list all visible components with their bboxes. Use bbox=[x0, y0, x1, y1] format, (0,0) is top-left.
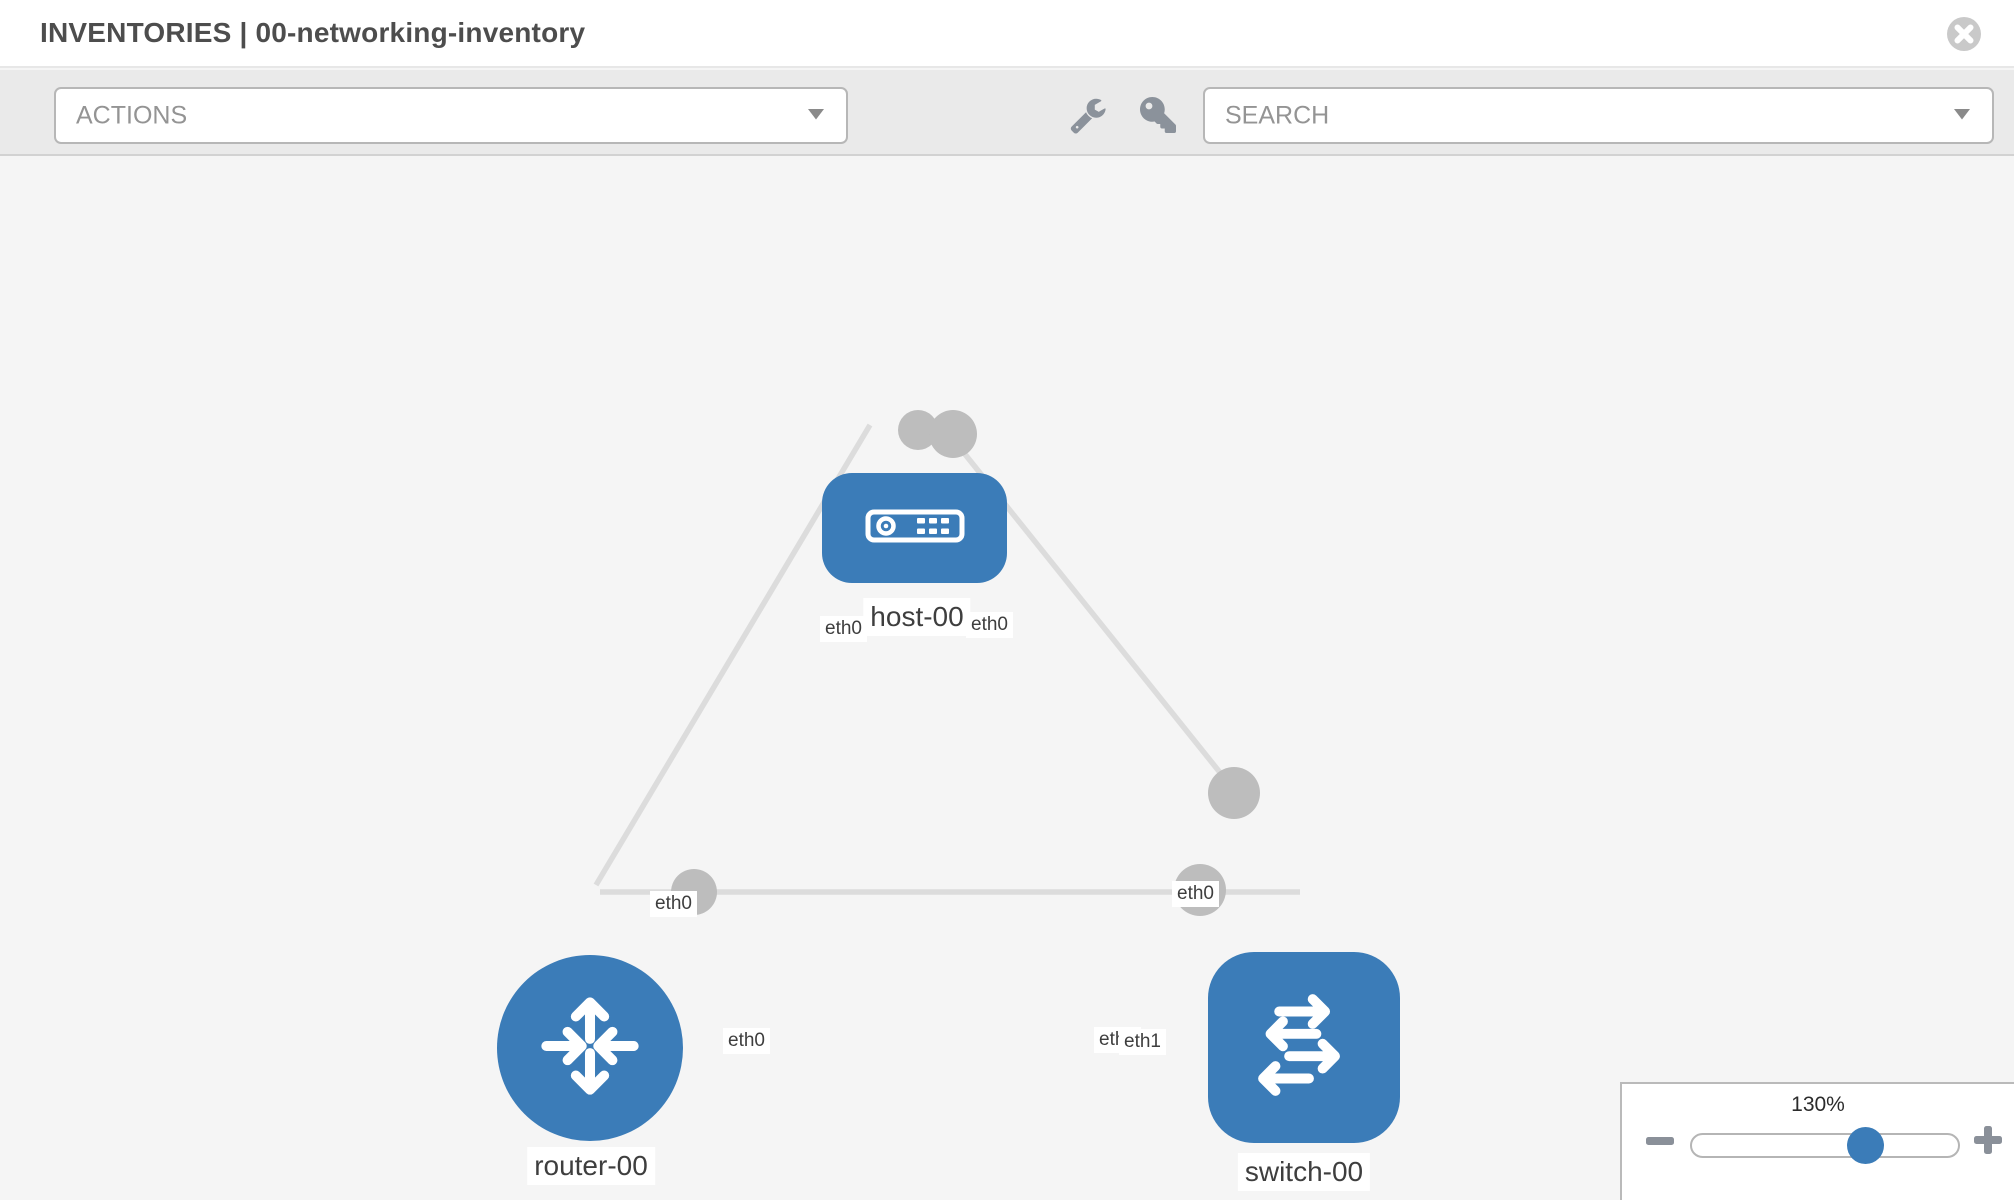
port-circle[interactable] bbox=[1208, 767, 1260, 819]
port-circle[interactable] bbox=[898, 410, 938, 450]
port-circle[interactable] bbox=[929, 410, 977, 458]
server-icon bbox=[865, 509, 965, 548]
node-switch-00[interactable] bbox=[1208, 952, 1400, 1143]
interface-label-router-eth0-mid: eth0 bbox=[723, 1028, 770, 1054]
interface-label-router-eth0-top: eth0 bbox=[650, 891, 697, 917]
search-dropdown[interactable]: SEARCH bbox=[1203, 87, 1994, 144]
zoom-out-button[interactable] bbox=[1640, 1124, 1680, 1158]
interface-label-switch-eth0-top: eth0 bbox=[1172, 881, 1219, 907]
page-title: INVENTORIES | 00-networking-inventory bbox=[40, 17, 586, 48]
zoom-level-label: 130% bbox=[1791, 1093, 1845, 1116]
node-label-switch: switch-00 bbox=[1237, 1153, 1371, 1191]
interface-label-host-eth0-right: eth0 bbox=[966, 612, 1013, 638]
interface-label-switch-eth1: eth1 bbox=[1119, 1029, 1166, 1055]
router-arrows-icon bbox=[531, 987, 649, 1110]
edges-layer bbox=[593, 410, 1300, 916]
close-icon bbox=[1945, 17, 1983, 56]
plus-icon bbox=[1974, 1125, 2002, 1157]
actions-dropdown-label: ACTIONS bbox=[76, 101, 188, 129]
topology-canvas[interactable]: host-00 router-00 switch-00 eth0 eth0 et… bbox=[0, 156, 2014, 1200]
actions-dropdown[interactable]: ACTIONS bbox=[54, 87, 848, 144]
key-icon bbox=[1140, 96, 1176, 136]
zoom-slider-thumb[interactable] bbox=[1847, 1127, 1884, 1164]
zoom-panel: 130% bbox=[1620, 1082, 2014, 1200]
interface-label-host-eth0-left: eth0 bbox=[820, 616, 867, 642]
chevron-down-icon bbox=[808, 107, 824, 125]
configure-button[interactable] bbox=[1066, 94, 1110, 138]
node-label-router: router-00 bbox=[527, 1147, 655, 1185]
zoom-slider[interactable] bbox=[1690, 1127, 1960, 1164]
zoom-in-button[interactable] bbox=[1968, 1124, 2008, 1158]
toolbar: ACTIONS SEARCH bbox=[0, 70, 2014, 156]
wrench-icon bbox=[1069, 98, 1107, 137]
node-router-00[interactable] bbox=[497, 955, 683, 1141]
search-input-placeholder: SEARCH bbox=[1225, 101, 1330, 129]
header: INVENTORIES | 00-networking-inventory bbox=[0, 0, 2014, 68]
chevron-down-icon bbox=[1954, 107, 1970, 125]
node-label-host: host-00 bbox=[863, 598, 971, 636]
switch-arrows-icon bbox=[1242, 983, 1366, 1112]
key-legend-button[interactable] bbox=[1136, 94, 1180, 138]
minus-icon bbox=[1646, 1134, 1674, 1149]
node-host-00[interactable] bbox=[822, 473, 1007, 583]
close-button[interactable] bbox=[1944, 15, 1984, 55]
